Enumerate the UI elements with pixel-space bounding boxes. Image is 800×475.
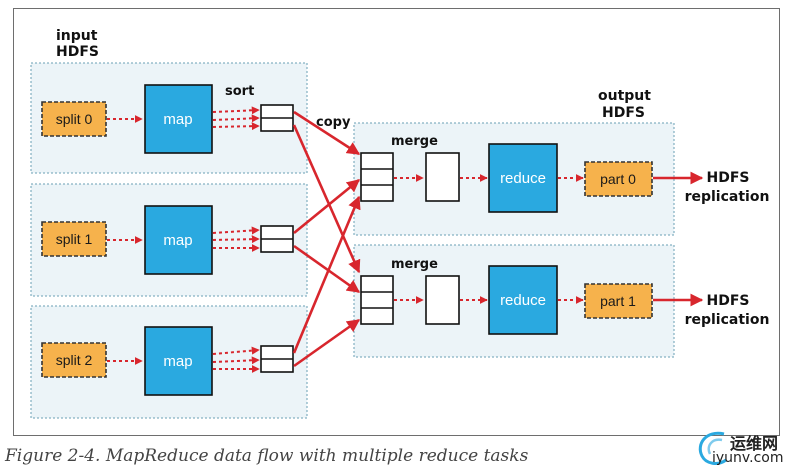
merge-buffer [360, 275, 394, 325]
watermark-top-text: 运维网 [730, 434, 779, 453]
watermark-bottom-text: iyunv.com [712, 450, 784, 466]
part-label: part 1 [600, 293, 636, 309]
merged-file [425, 152, 460, 202]
watermark-swirl-icon [698, 431, 727, 465]
map-label: map [163, 111, 192, 128]
hdfs-label-0: HDFS [707, 170, 750, 186]
input-label-line1: input [56, 28, 98, 44]
map-box [144, 326, 213, 396]
map-box [144, 84, 213, 154]
copy-arrows [292, 110, 361, 368]
map-label: map [163, 353, 192, 370]
map-row-2: split 2 map [41, 326, 294, 396]
part-label: part 0 [600, 171, 636, 187]
replication-label-0: replication [685, 189, 770, 205]
input-label-line2: HDFS [56, 44, 99, 60]
merge-label-0: merge [391, 134, 438, 149]
sort-label: sort [225, 84, 254, 99]
split-box [41, 221, 107, 257]
reduce-box [488, 143, 558, 213]
output-label-line1: output [598, 88, 651, 104]
output-label-line2: HDFS [602, 105, 645, 121]
split-label: split 2 [56, 352, 93, 368]
part-box [584, 161, 653, 197]
map-row-1: split 1 map [41, 205, 294, 275]
reduce-row-0: reduce part 0 HDFS replication [360, 143, 770, 213]
figure-caption: Figure 2-4. MapReduce data flow with mul… [5, 446, 529, 466]
hdfs-label-1: HDFS [707, 293, 750, 309]
reduce-label: reduce [500, 170, 546, 187]
copy-label: copy [316, 115, 351, 130]
map-box [144, 205, 213, 275]
split-box [41, 101, 107, 137]
map-row-0: split 0 map [41, 84, 294, 154]
split-box [41, 342, 107, 378]
reduce-row-1: reduce part 1 HDFS replication [360, 265, 770, 335]
split-label: split 1 [56, 231, 93, 247]
merged-file [425, 275, 460, 325]
merge-buffer [360, 152, 394, 202]
part-box [584, 283, 653, 319]
replication-label-1: replication [685, 312, 770, 328]
reduce-box [488, 265, 558, 335]
map-label: map [163, 232, 192, 249]
reduce-label: reduce [500, 292, 546, 309]
merge-label-1: merge [391, 257, 438, 272]
split-label: split 0 [56, 111, 93, 127]
watermark-logo: 运维网 iyunv.com [690, 428, 790, 472]
